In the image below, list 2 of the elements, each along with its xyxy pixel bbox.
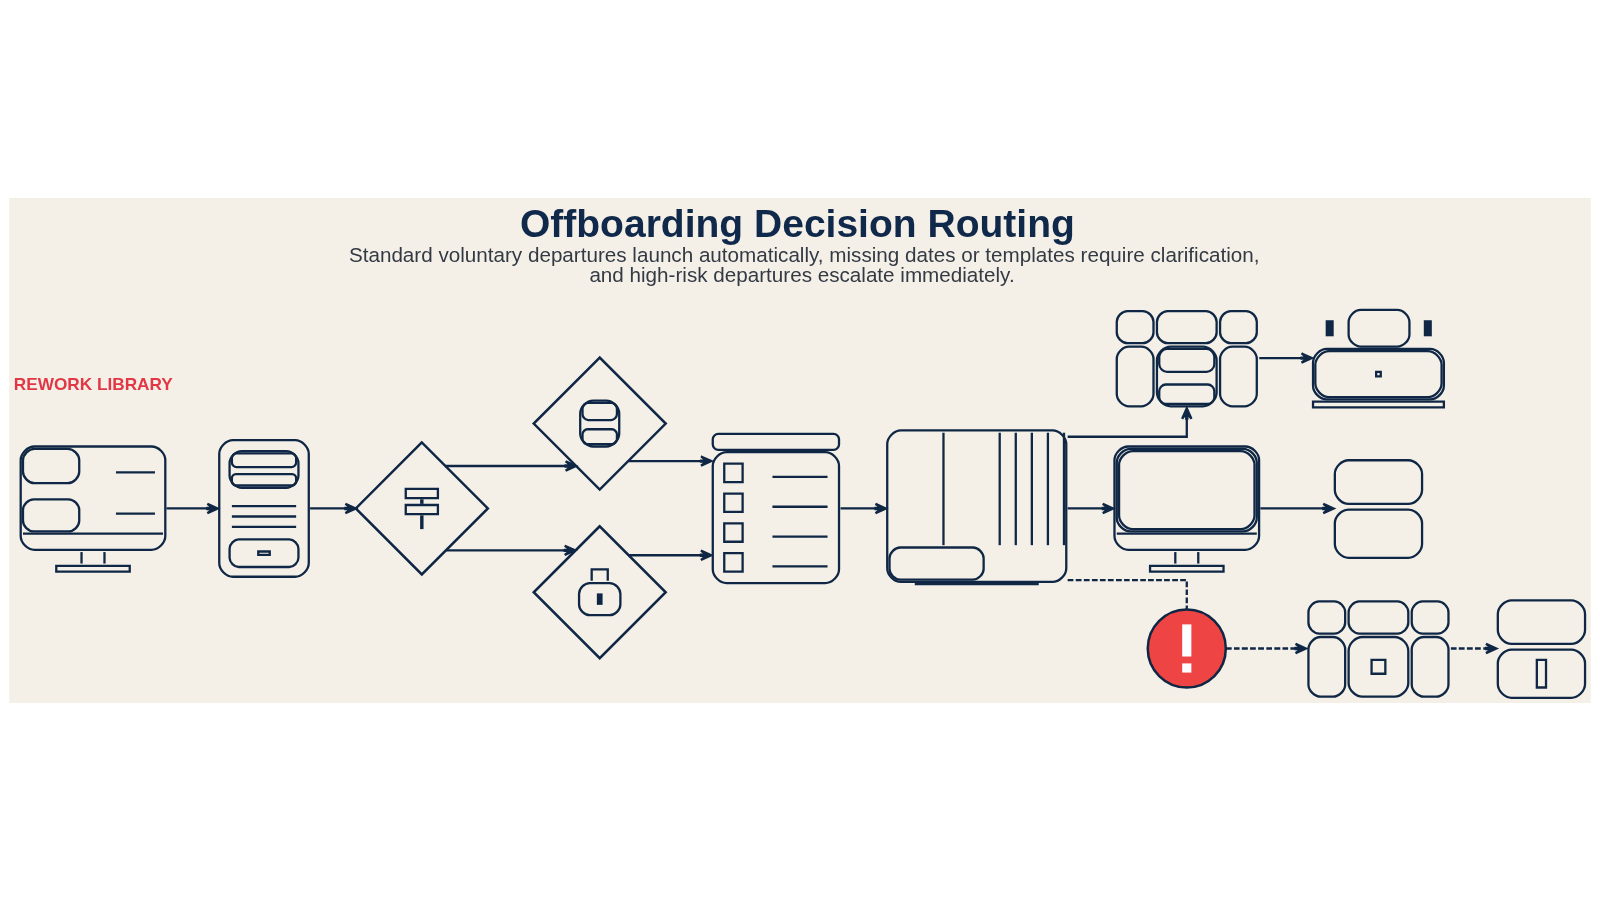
label: REWORK LIBRARY — [13, 373, 173, 394]
diagram-title: Offboarding Decision Routing — [519, 201, 1075, 245]
